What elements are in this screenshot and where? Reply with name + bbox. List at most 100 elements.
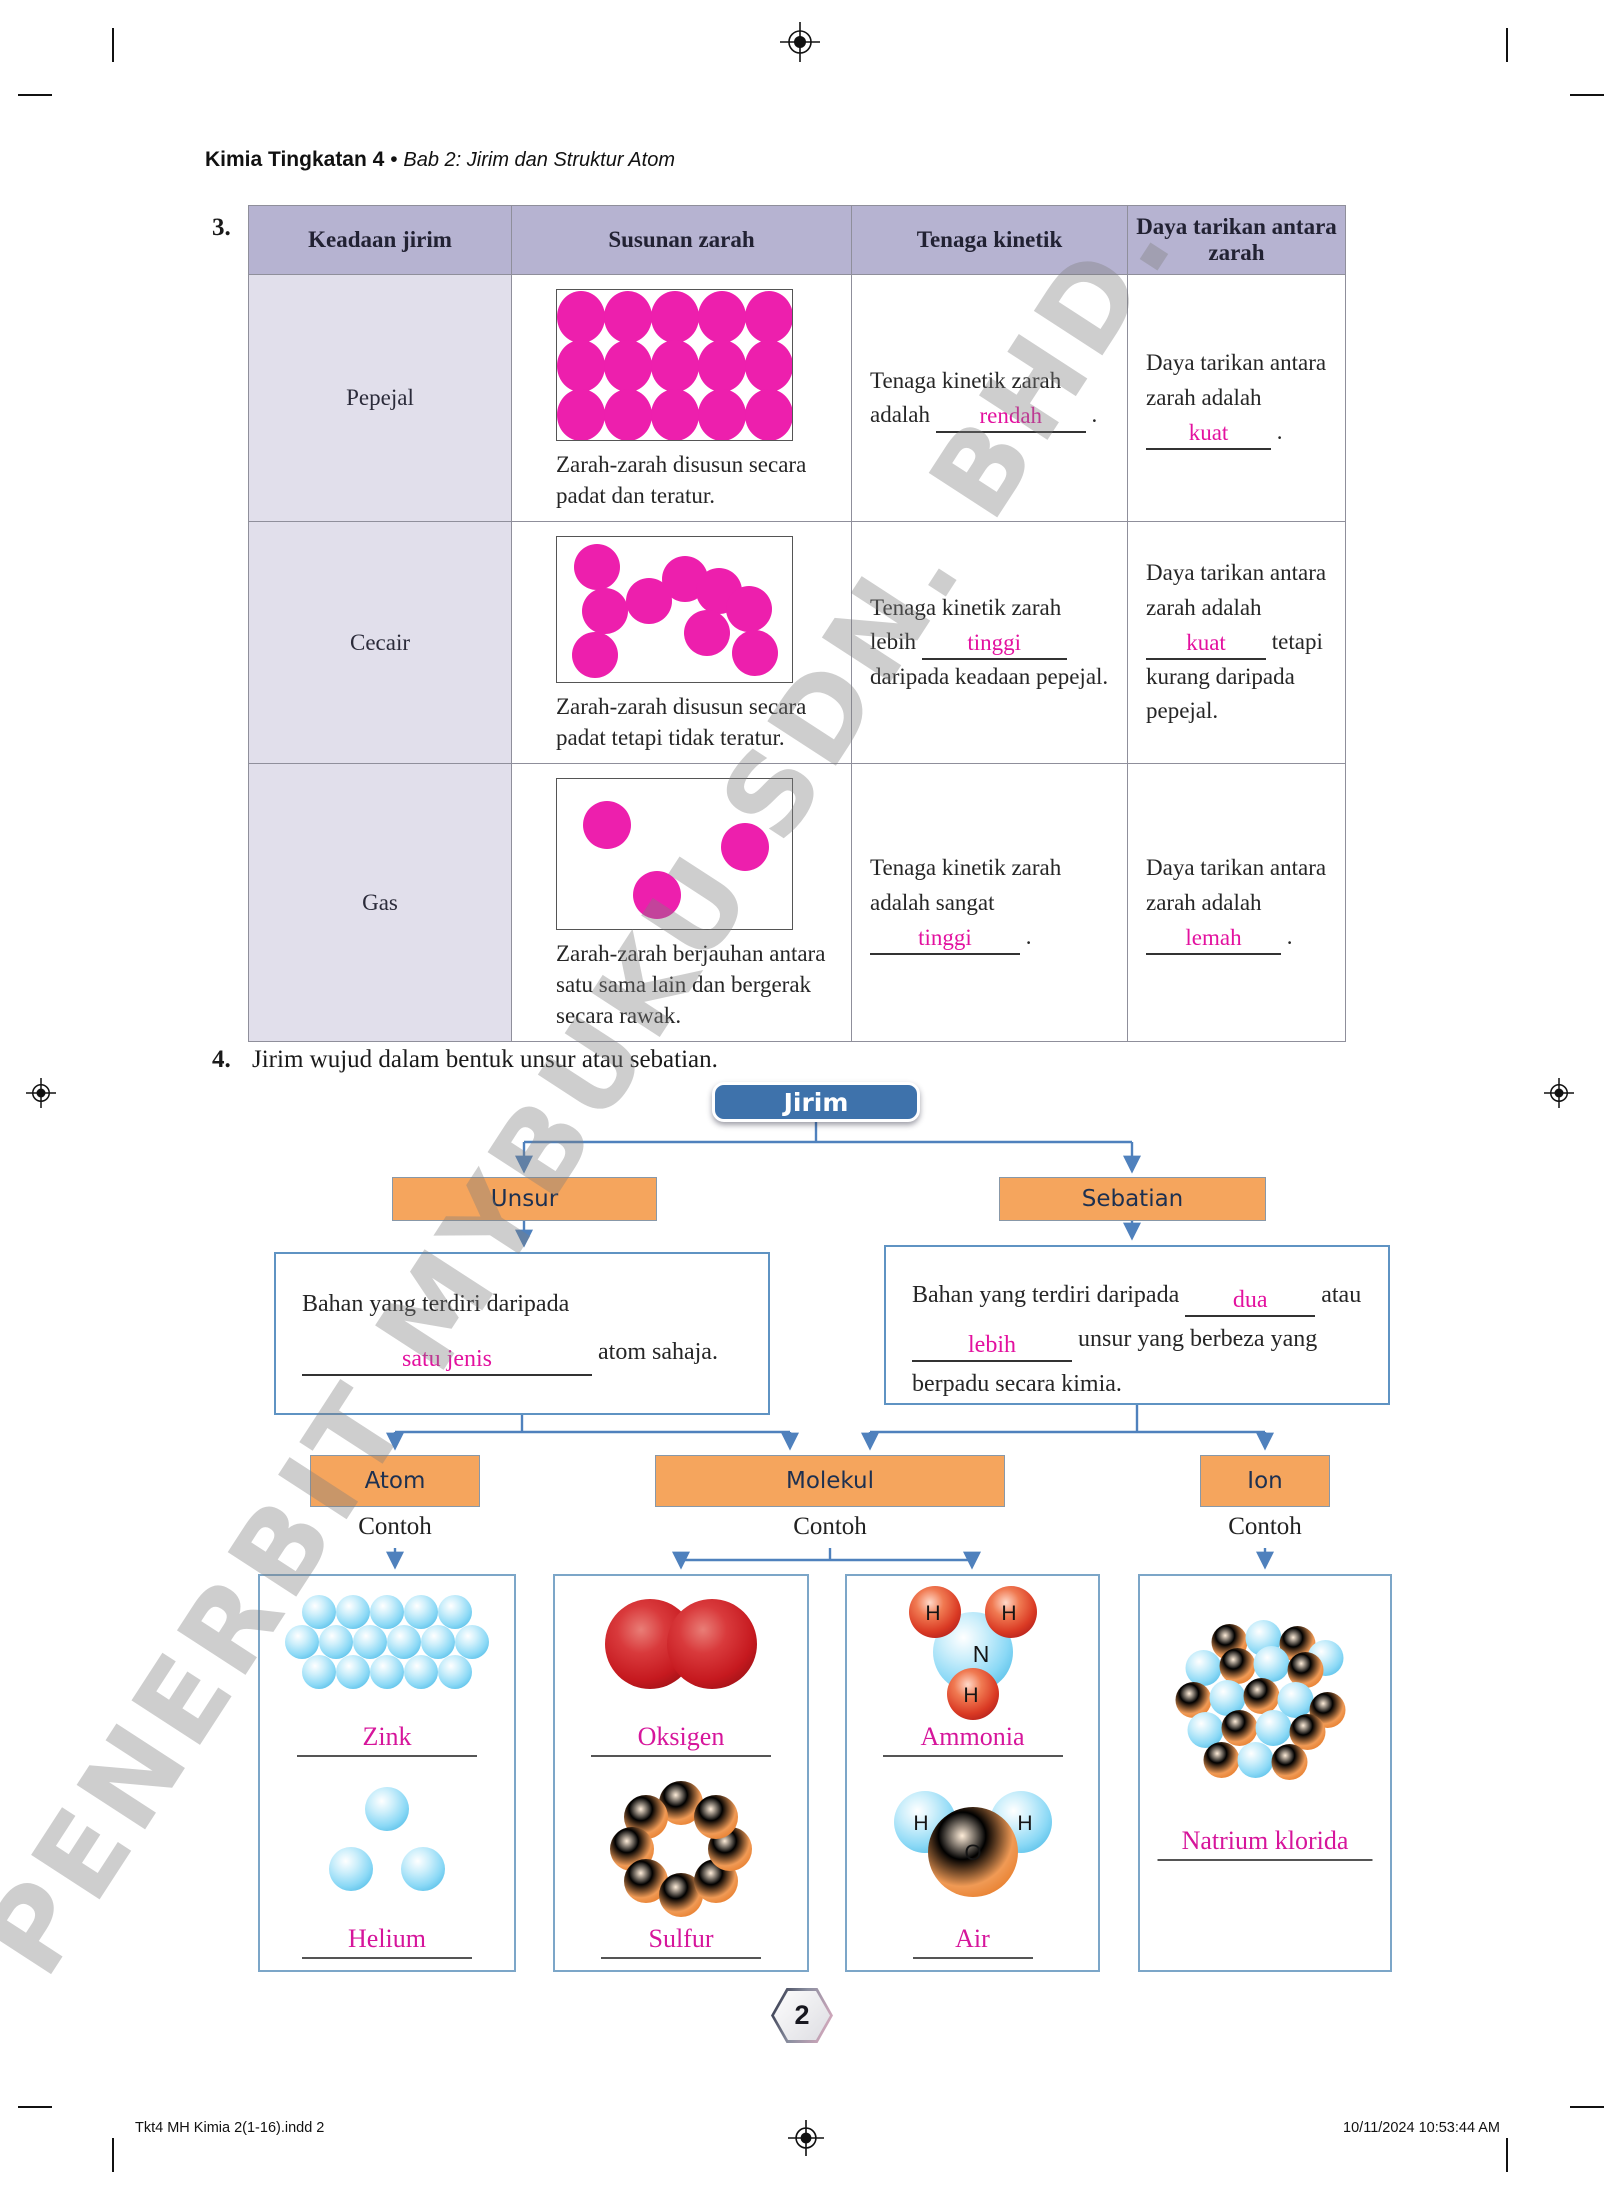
natrium-klorida-diagram [1175,1620,1346,1780]
ammonia-diagram: H H H N [908,1586,1037,1720]
col-header-daya-tarikan: Daya tarikan antara zarah [1127,205,1346,275]
kinetic-text-post: . [1025,924,1032,949]
air-diagram: H H O [893,1791,1052,1897]
attraction-text-post: . [1276,419,1283,445]
molekul-examples-box-2: H H H N Ammonia H H O Air [845,1574,1100,1972]
kinetic-text-post: daripada keadaan pepejal. [870,663,1109,689]
state-gas: Gas [248,763,512,1043]
sebatian-desc-mid: atau [1321,1282,1362,1308]
h-letter: H [925,1602,940,1625]
cecair-caption: Zarah-zarah disusun secara padat tetapi … [556,694,807,751]
flow-node-atom: Atom [310,1455,480,1507]
gas-attraction-cell: Daya tarikan antara zarah adalah lemah . [1127,763,1346,1043]
h-letter: H [913,1812,928,1835]
cecair-particle-diagram [556,536,793,684]
registration-mark-bottom [788,2120,824,2156]
flow-node-ion: Ion [1200,1455,1330,1507]
answer-blank: dua [1185,1285,1316,1318]
flow-node-jirim: Jirim [712,1082,920,1122]
answer-blank: lebih [912,1330,1072,1362]
flowchart-connectors [386,1122,1274,1570]
cecair-kinetic-cell: Tenaga kinetik zarah lebih tinggi daripa… [851,521,1128,765]
flow-node-unsur: Unsur [392,1177,657,1221]
ammonia-label: Ammonia [882,1722,1063,1757]
h-letter: H [1017,1812,1032,1835]
unsur-description-box: Bahan yang terdiri daripada satu jenis a… [274,1252,770,1415]
helium-label: Helium [302,1924,472,1959]
atom-examples-box: Zink Helium [258,1574,516,1972]
answer-blank: tinggi [870,924,1020,955]
state-pepejal: Pepejal [248,273,512,523]
trim-mark [18,94,52,96]
footer-filename: Tkt4 MH Kimia 2(1-16).indd 2 [135,2120,325,2136]
col-header-susunan-zarah: Susunan zarah [511,205,852,275]
h-letter: H [963,1684,978,1707]
attraction-text-post: tetapi kurang daripada pepejal. [1146,629,1323,724]
gas-caption: Zarah-zarah berjauhan antara satu sama l… [556,941,826,1029]
natrium-klorida-label: Natrium klorida [1157,1826,1373,1861]
footer-timestamp: 10/11/2024 10:53:44 AM [1343,2120,1500,2136]
air-label: Air [912,1924,1033,1959]
sebatian-desc-post: unsur yang berbeza yang berpadu secara k… [912,1326,1318,1397]
ion-examples-box: Natrium klorida [1138,1574,1392,1972]
pepejal-arrangement-cell: Zarah-zarah disusun secara padat dan ter… [511,273,852,523]
contoh-label-ion: Contoh [1228,1513,1302,1540]
table-row: Pepejal Zarah-zarah disusun secara padat… [248,273,1346,523]
h-letter: H [1001,1602,1016,1625]
contoh-label-molekul: Contoh [793,1513,867,1540]
sebatian-desc-pre: Bahan yang terdiri daripada [912,1282,1180,1308]
unsur-desc-pre: Bahan yang terdiri daripada [302,1291,570,1317]
item4-statement: Jirim wujud dalam bentuk unsur atau seba… [252,1046,718,1073]
answer-blank: kuat [1146,419,1271,450]
trim-mark [1570,2106,1604,2108]
trim-mark [1506,2138,1508,2172]
pepejal-caption: Zarah-zarah disusun secara padat dan ter… [556,452,807,509]
cecair-arrangement-cell: Zarah-zarah disusun secara padat tetapi … [511,521,852,765]
page-number-badge: 2 [771,1988,833,2043]
attraction-text-post: . [1286,924,1293,949]
states-of-matter-table: Keadaan jirim Susunan zarah Tenaga kinet… [248,205,1346,1043]
sebatian-description-box: Bahan yang terdiri daripada dua atau leb… [884,1245,1390,1405]
cecair-attraction-cell: Daya tarikan antara zarah adalah kuat te… [1127,521,1346,765]
answer-blank: tinggi [921,629,1067,660]
kinetic-text-post: . [1091,402,1098,428]
sulfur-label: Sulfur [601,1924,761,1959]
gas-arrangement-cell: Zarah-zarah berjauhan antara satu sama l… [511,763,852,1043]
page-header: Kimia Tingkatan 4 • Bab 2: Jirim dan Str… [205,148,675,172]
pepejal-attraction-cell: Daya tarikan antara zarah adalah kuat . [1127,273,1346,523]
table-row: Gas Zarah-zarah berjauhan antara satu sa… [248,763,1346,1043]
unsur-desc-post: atom sahaja. [598,1339,718,1365]
answer-blank: rendah [935,402,1086,433]
zink-diagram [285,1595,489,1689]
registration-mark-top [780,22,820,62]
registration-mark-right [1544,1078,1574,1108]
header-separator: • [390,148,398,171]
col-header-keadaan-jirim: Keadaan jirim [248,205,512,275]
attraction-text: Daya tarikan antara zarah adalah [1146,560,1327,620]
answer-blank: lemah [1146,924,1281,955]
registration-mark-left [26,1078,56,1108]
oksigen-diagram [605,1599,757,1689]
book-title: Kimia Tingkatan 4 [205,148,385,171]
page-number: 2 [774,1991,830,2040]
trim-mark [112,28,114,62]
sulfur-diagram [610,1781,752,1917]
helium-diagram [329,1787,445,1891]
kinetic-text: Tenaga kinetik zarah adalah sangat [870,855,1062,915]
table-row: Cecair Zarah-zarah disusun secara padat … [248,521,1346,765]
gas-kinetic-cell: Tenaga kinetik zarah adalah sangat tingg… [851,763,1128,1043]
col-header-tenaga-kinetik: Tenaga kinetik [851,205,1128,275]
item4-number: 4. [212,1046,231,1073]
trim-mark [1506,28,1508,62]
answer-blank: kuat [1146,629,1266,660]
trim-mark [1570,94,1604,96]
oksigen-label: Oksigen [591,1722,771,1757]
pepejal-particle-diagram [556,289,793,441]
kinetic-text: Tenaga kinetik zarah adalah [870,367,1062,428]
n-letter: N [972,1641,989,1667]
attraction-text: Daya tarikan antara zarah adalah [1146,350,1327,410]
pepejal-kinetic-cell: Tenaga kinetik zarah adalah rendah . [851,273,1128,523]
flow-node-molekul: Molekul [655,1455,1005,1507]
o-letter: O [964,1840,981,1865]
